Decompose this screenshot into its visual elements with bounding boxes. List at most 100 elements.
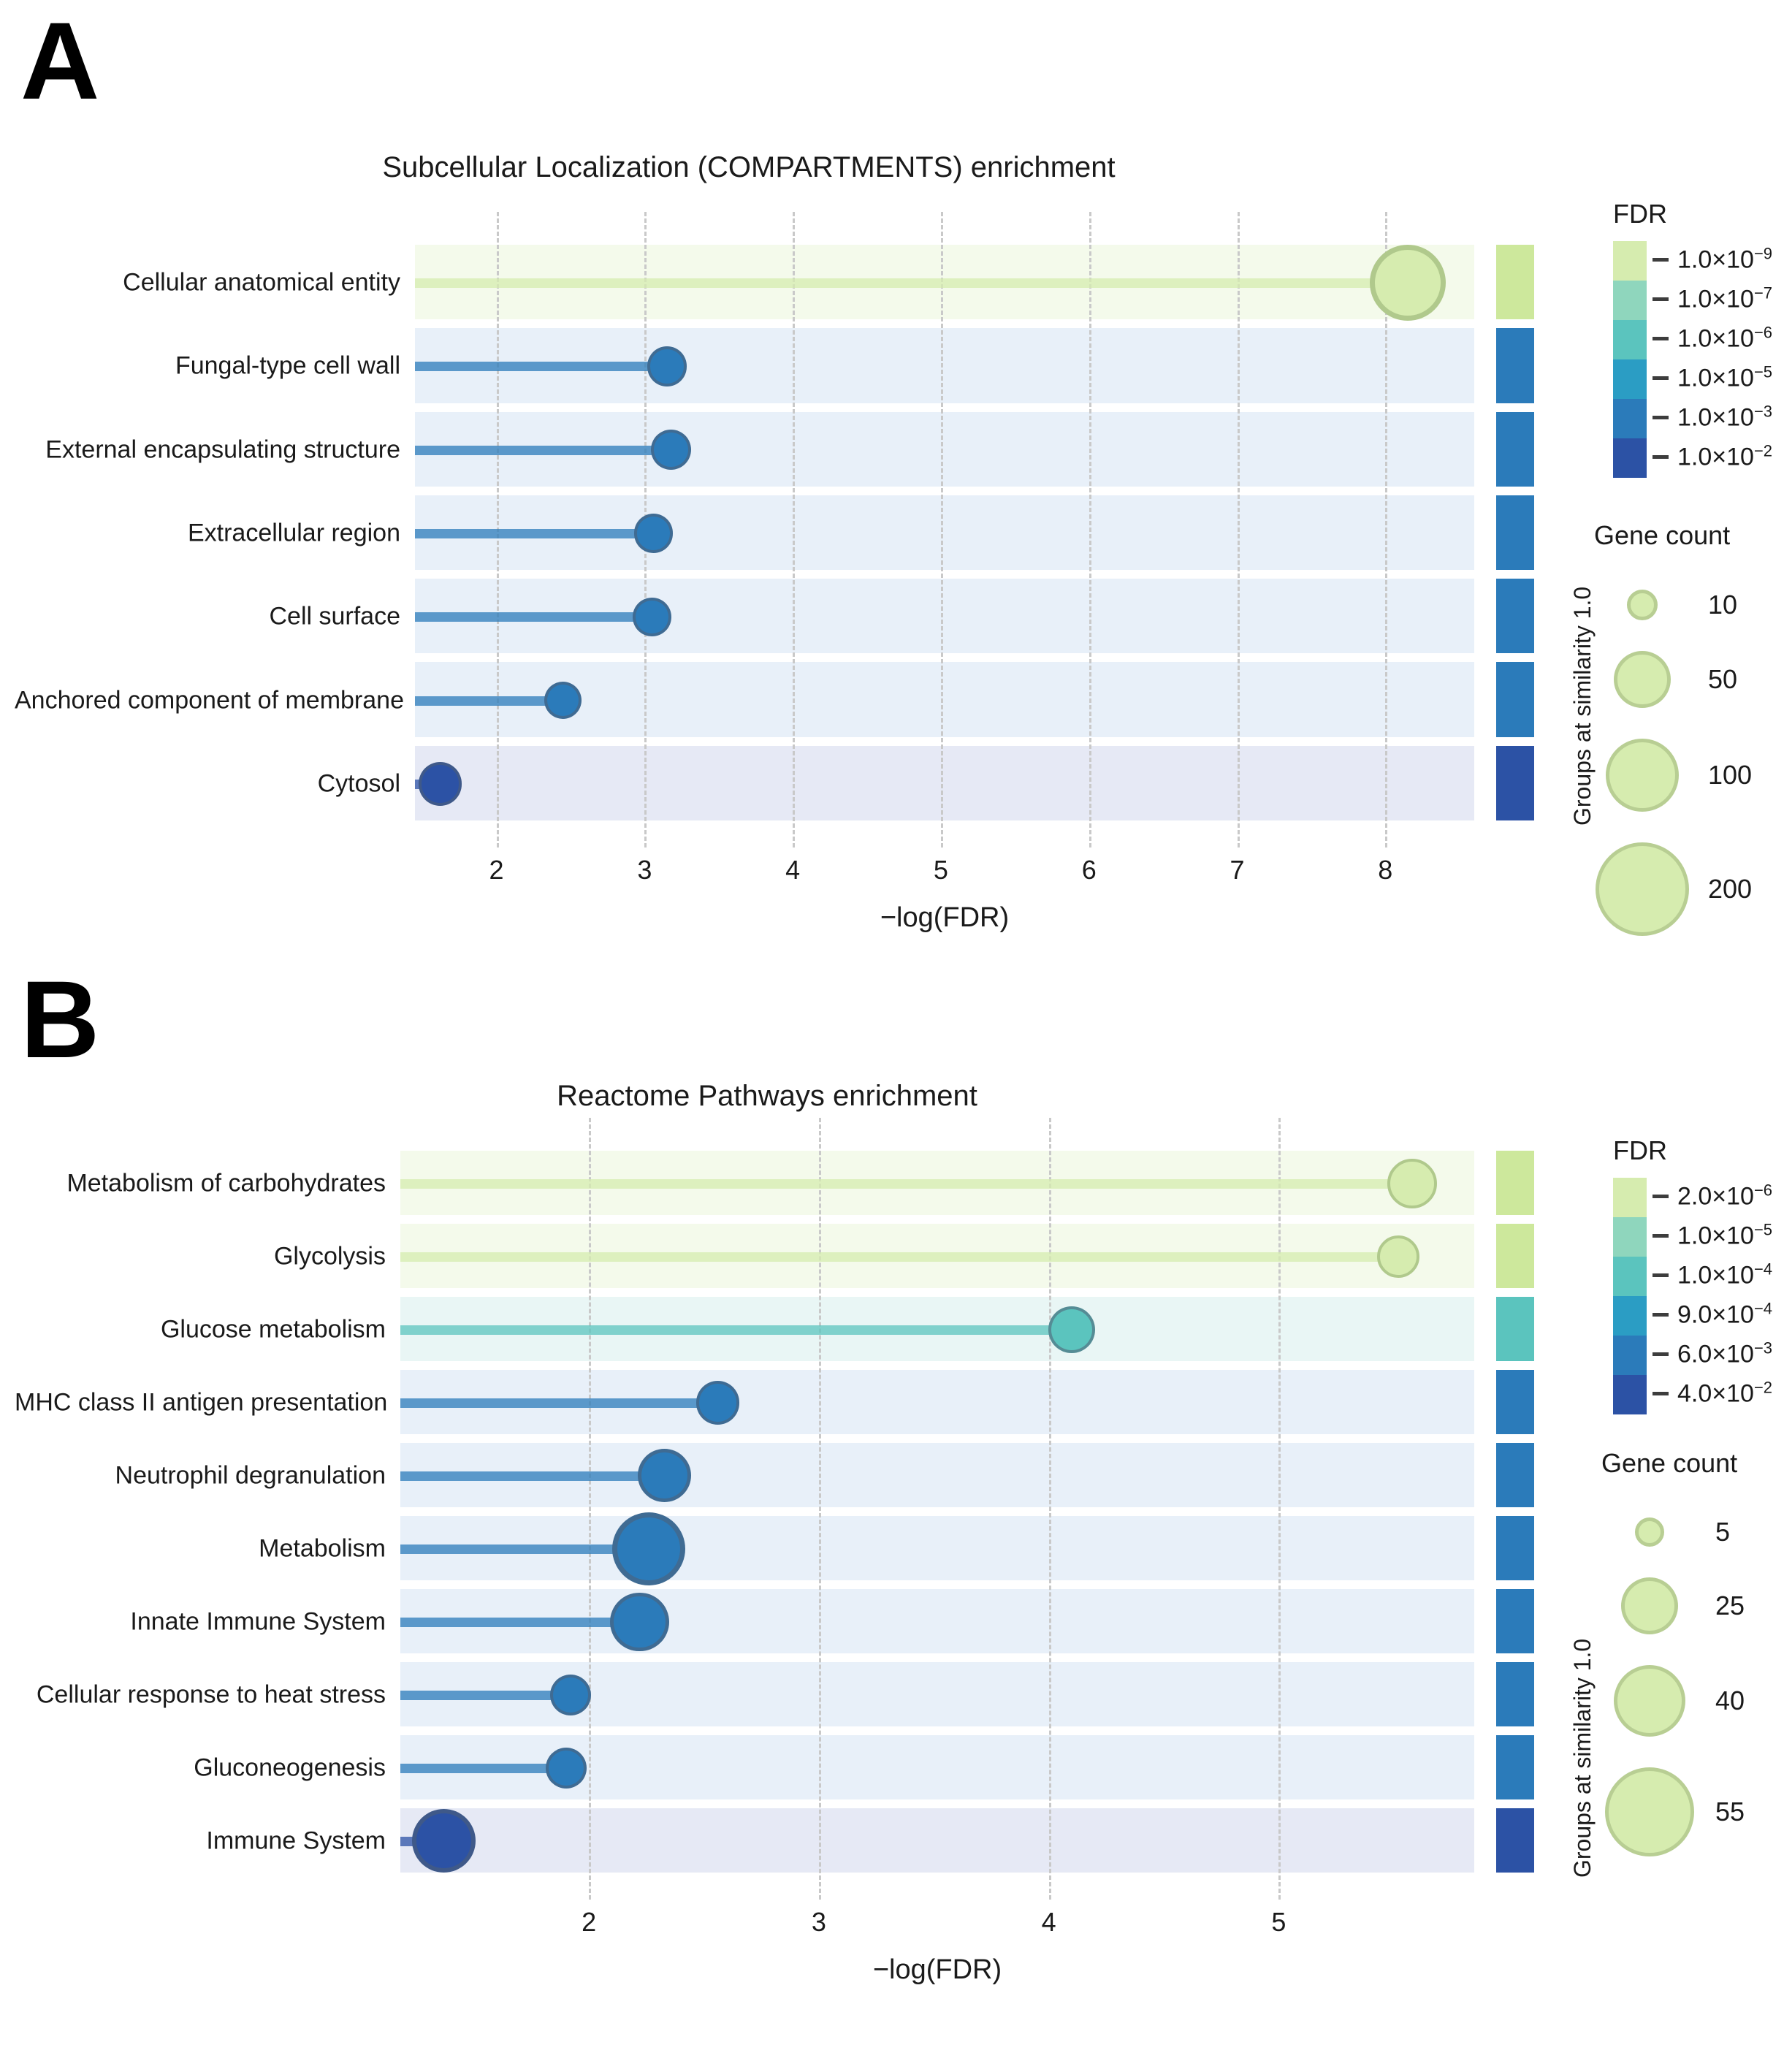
y-axis-category-label: Metabolism of carbohydrates bbox=[66, 1169, 386, 1197]
lollipop-point[interactable] bbox=[545, 1747, 587, 1789]
y-axis-category-label: Extracellular region bbox=[187, 519, 400, 547]
lollipop-stem bbox=[400, 1618, 640, 1627]
panel-b-title: Reactome Pathways enrichment bbox=[557, 1080, 977, 1112]
fdr-colorbar-tick bbox=[1653, 1194, 1669, 1198]
fdr-colorbar-segment bbox=[1613, 1375, 1647, 1414]
lollipop-stem bbox=[400, 1252, 1399, 1262]
gridline bbox=[940, 212, 943, 848]
fdr-colorbar-tick bbox=[1653, 257, 1669, 262]
lollipop-stem bbox=[400, 1325, 1072, 1335]
lollipop-point[interactable] bbox=[647, 346, 687, 386]
fdr-colorbar-label: 1.0×10−4 bbox=[1677, 1260, 1773, 1290]
similarity-strip-cell bbox=[1496, 745, 1534, 820]
gene-count-legend-label: 10 bbox=[1708, 590, 1738, 620]
similarity-strip-cell bbox=[1496, 245, 1534, 320]
lollipop-stem bbox=[415, 696, 563, 706]
lollipop-point[interactable] bbox=[549, 1674, 592, 1716]
y-axis-category-label: Innate Immune System bbox=[130, 1607, 386, 1636]
lollipop-point[interactable] bbox=[1369, 245, 1446, 321]
fdr-colorbar-tick bbox=[1653, 454, 1669, 459]
lollipop-stem bbox=[400, 1691, 571, 1700]
lollipop-point[interactable] bbox=[1387, 1158, 1438, 1209]
x-axis-tick-label: 6 bbox=[1081, 855, 1097, 885]
gene-count-legend-title: Gene count bbox=[1594, 520, 1731, 550]
y-axis-category-label: Cell surface bbox=[269, 602, 400, 631]
gridline bbox=[1237, 212, 1240, 848]
fdr-colorbar-label: 1.0×10−6 bbox=[1677, 323, 1773, 353]
fdr-colorbar-segment bbox=[1613, 281, 1647, 320]
panel-a-letter: A bbox=[20, 0, 100, 122]
gridline bbox=[818, 1118, 821, 1900]
lollipop-stem bbox=[415, 529, 654, 538]
fdr-colorbar-tick bbox=[1653, 1352, 1669, 1356]
similarity-strip-cell bbox=[1496, 579, 1534, 654]
lollipop-point[interactable] bbox=[544, 681, 582, 720]
fdr-colorbar-segment bbox=[1613, 1296, 1647, 1336]
panel-b: B Reactome Pathways enrichment Metabolis… bbox=[0, 950, 1784, 2072]
fdr-colorbar-segment bbox=[1613, 241, 1647, 281]
fdr-colorbar-tick bbox=[1653, 415, 1669, 419]
gene-count-legend-circle bbox=[1605, 1767, 1694, 1856]
lollipop-stem bbox=[400, 1471, 665, 1481]
x-axis-tick-label: 2 bbox=[489, 855, 504, 885]
row-band bbox=[415, 662, 1474, 737]
x-axis-tick-label: 5 bbox=[1271, 1907, 1286, 1937]
y-axis-category-label: Cellular anatomical entity bbox=[123, 268, 400, 297]
lollipop-point[interactable] bbox=[610, 1592, 669, 1652]
gene-count-legend-label: 40 bbox=[1715, 1686, 1745, 1715]
gene-count-legend-label: 100 bbox=[1708, 760, 1753, 790]
lollipop-stem bbox=[415, 278, 1408, 289]
lollipop-point[interactable] bbox=[412, 1809, 476, 1873]
y-axis-category-label: Anchored component of membrane bbox=[15, 686, 404, 715]
fdr-colorbar-label: 6.0×10−3 bbox=[1677, 1338, 1773, 1368]
gene-count-legend-circle bbox=[1635, 1517, 1664, 1547]
lollipop-point[interactable] bbox=[611, 1512, 685, 1585]
gridline bbox=[1385, 212, 1388, 848]
gene-count-legend-circle bbox=[1614, 651, 1671, 708]
row-band bbox=[415, 745, 1474, 820]
x-axis-tick-label: 2 bbox=[582, 1907, 597, 1937]
y-axis-category-label: MHC class II antigen presentation bbox=[15, 1388, 388, 1417]
x-axis-tick-label: 4 bbox=[785, 855, 801, 885]
similarity-strip-cell bbox=[1496, 1589, 1534, 1653]
similarity-strip-cell bbox=[1496, 1662, 1534, 1726]
gene-count-legend-label: 200 bbox=[1708, 874, 1753, 904]
lollipop-stem bbox=[400, 1179, 1412, 1189]
fdr-colorbar-segment bbox=[1613, 1217, 1647, 1257]
lollipop-stem bbox=[415, 445, 671, 455]
lollipop-point[interactable] bbox=[638, 1449, 692, 1503]
y-axis-category-label: Gluconeogenesis bbox=[194, 1753, 386, 1782]
lollipop-stem bbox=[400, 1764, 566, 1773]
similarity-strip-cell bbox=[1496, 662, 1534, 737]
lollipop-point[interactable] bbox=[651, 430, 692, 471]
fdr-colorbar-label: 1.0×10−5 bbox=[1677, 1220, 1773, 1250]
y-axis-category-label: Metabolism bbox=[259, 1534, 386, 1563]
gene-count-legend-circle bbox=[1627, 590, 1658, 620]
similarity-strip-cell bbox=[1496, 1808, 1534, 1873]
gridline bbox=[1278, 1118, 1281, 1900]
gene-count-legend-circle bbox=[1621, 1577, 1678, 1634]
similarity-strip-cell bbox=[1496, 411, 1534, 487]
gridline bbox=[1048, 1118, 1051, 1900]
similarity-strip-cell bbox=[1496, 1370, 1534, 1434]
lollipop-point[interactable] bbox=[1377, 1235, 1420, 1278]
similarity-strip-cell bbox=[1496, 1224, 1534, 1288]
lollipop-point[interactable] bbox=[633, 514, 674, 553]
fdr-colorbar-segment bbox=[1613, 438, 1647, 478]
gene-count-legend-circle bbox=[1596, 842, 1689, 936]
similarity-strip-cell bbox=[1496, 328, 1534, 403]
fdr-colorbar-label: 1.0×10−5 bbox=[1677, 362, 1773, 392]
lollipop-stem bbox=[415, 362, 667, 372]
fdr-colorbar-tick bbox=[1653, 1233, 1669, 1238]
lollipop-point[interactable] bbox=[418, 762, 462, 806]
y-axis-category-label: Immune System bbox=[206, 1827, 386, 1855]
y-axis-category-label: Glucose metabolism bbox=[160, 1315, 386, 1344]
fdr-colorbar-segment bbox=[1613, 359, 1647, 399]
lollipop-point[interactable] bbox=[633, 597, 671, 636]
fdr-colorbar-label: 1.0×10−9 bbox=[1677, 244, 1773, 274]
fdr-colorbar-tick bbox=[1653, 297, 1669, 301]
y-axis-category-label: External encapsulating structure bbox=[45, 435, 400, 464]
lollipop-point[interactable] bbox=[695, 1381, 740, 1425]
lollipop-point[interactable] bbox=[1048, 1306, 1095, 1353]
fdr-colorbar-label: 1.0×10−3 bbox=[1677, 402, 1773, 432]
